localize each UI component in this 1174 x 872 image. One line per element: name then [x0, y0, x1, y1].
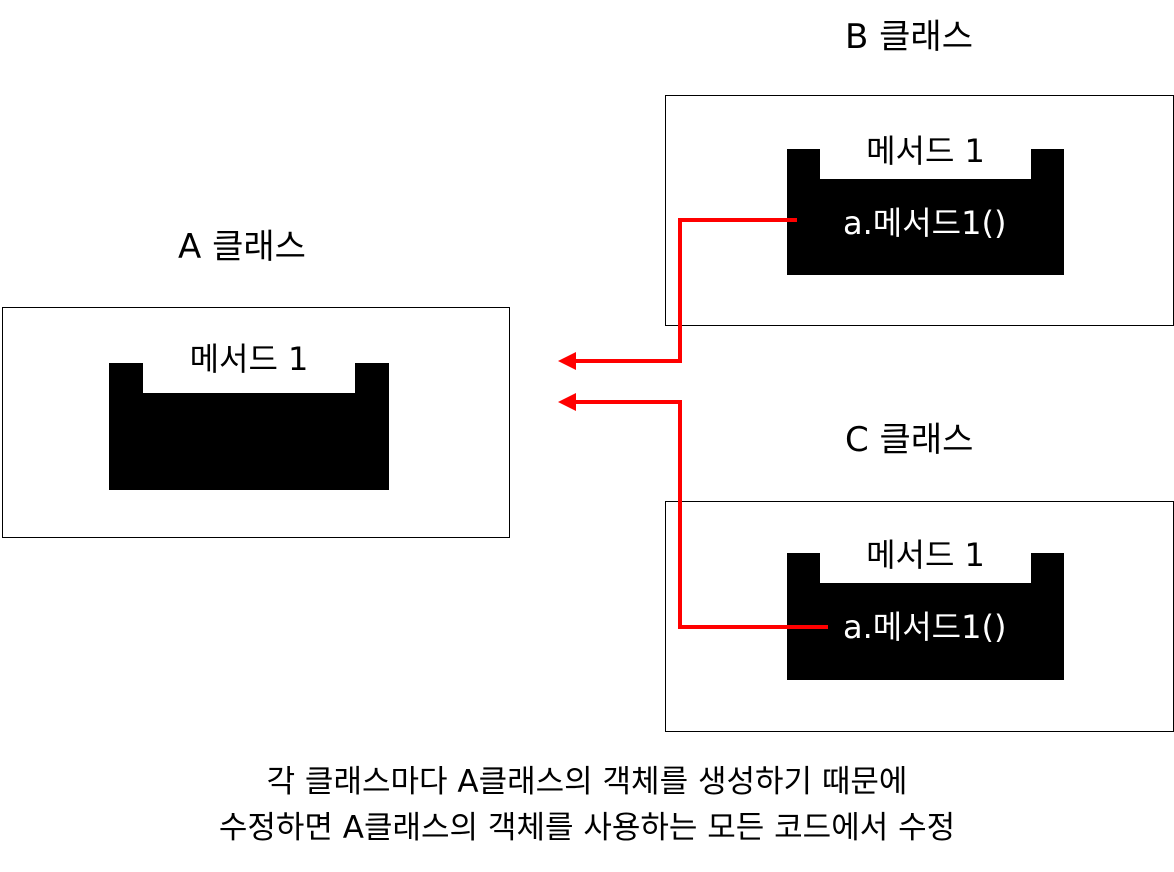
class-c-method-block: 메서드 1 a.메서드1() — [787, 539, 1064, 680]
class-a-method-name: 메서드 1 — [189, 340, 309, 378]
method-tab-right — [1031, 553, 1064, 583]
method-tab-left — [787, 149, 820, 179]
class-b-method-call: a.메서드1() — [843, 204, 1007, 242]
class-a-method-block: 메서드 1 — [109, 343, 389, 490]
arrowhead-b — [558, 352, 576, 370]
class-b-title: B 클래스 — [845, 17, 973, 57]
class-b-method-name: 메서드 1 — [866, 132, 985, 170]
arrow-from-c — [570, 400, 828, 629]
method-body — [787, 583, 1064, 680]
method-tab-left — [787, 553, 820, 583]
method-tab-left — [109, 363, 143, 393]
class-c-method-call: a.메서드1() — [843, 608, 1007, 646]
caption-line-1: 각 클래스마다 A클래스의 객체를 생성하기 때문에 — [266, 764, 908, 800]
caption-line-2: 수정하면 A클래스의 객체를 사용하는 모든 코드에서 수정 — [218, 810, 956, 846]
class-c-method-name: 메서드 1 — [866, 536, 985, 574]
method-tab-right — [1031, 149, 1064, 179]
arrow-from-b — [570, 218, 797, 363]
method-body — [109, 393, 389, 490]
method-tab-right — [355, 363, 389, 393]
arrowhead-c — [558, 393, 576, 411]
class-b-method-block: 메서드 1 a.메서드1() — [787, 135, 1064, 275]
class-c-title: C 클래스 — [845, 420, 974, 460]
method-body — [787, 179, 1064, 275]
class-a-title: A 클래스 — [178, 227, 306, 267]
